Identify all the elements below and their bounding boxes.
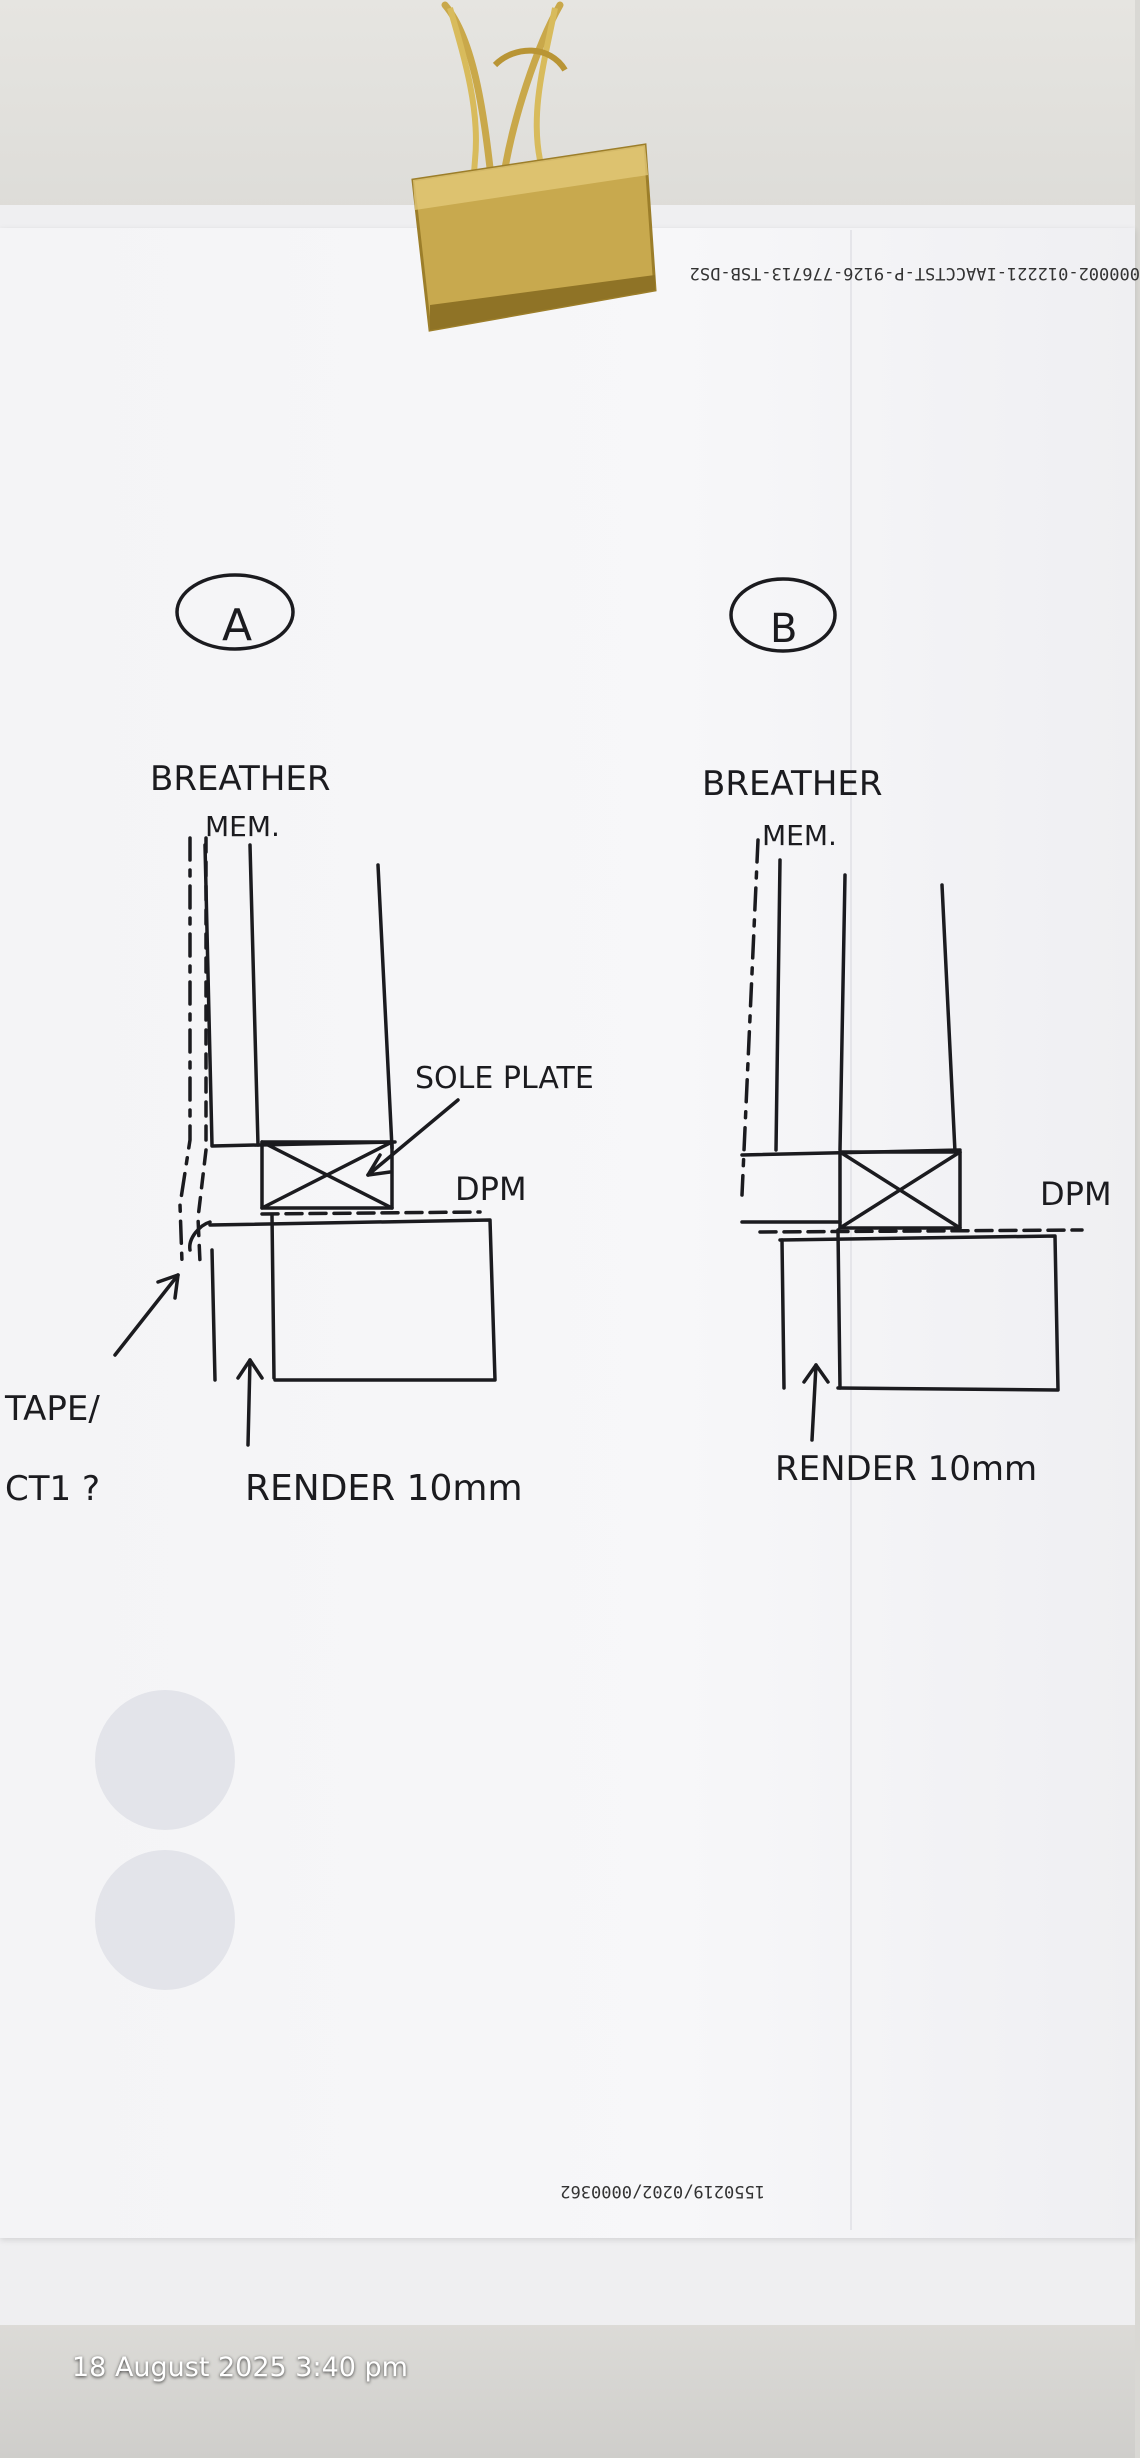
sketch-b-sole-plate <box>838 1150 962 1230</box>
sketch-b-dpm-label: DPM <box>1040 1175 1112 1213</box>
sketch-b-breather-label: BREATHER <box>702 764 883 804</box>
sketch-a-render-label: RENDER 10mm <box>245 1468 523 1509</box>
sketch-b-arrowhead <box>802 1363 830 1384</box>
sketch-b-foundation-inner <box>836 1228 842 1390</box>
sketch-b-render-arrow <box>810 1363 818 1442</box>
sketch-a-breather-label: BREATHER <box>150 759 331 799</box>
sketch-b-mem-label: MEM. <box>762 819 837 852</box>
sketch-b-render-label: RENDER 10mm <box>775 1449 1037 1489</box>
sketch-a-stud-left <box>248 843 260 1147</box>
sketch-a-foundation-inner <box>270 1213 276 1380</box>
sketch-a-tape-label: TAPE/ <box>4 1389 100 1429</box>
sketch-a-render-kick <box>188 1220 212 1252</box>
sketch-a-label: A <box>222 600 252 651</box>
sketch-a-membrane-line <box>196 836 208 1264</box>
photo-timestamp: 18 August 2025 3:40 pm <box>72 2352 408 2383</box>
sketch-b-foundation-block <box>778 1234 1060 1392</box>
sketch-b-breather-membrane-line <box>740 838 760 1197</box>
sketch-a-outer-line <box>203 843 214 1147</box>
sketch-b-label-circle <box>729 577 837 653</box>
sketch-a-breather-membrane-line <box>178 836 192 1264</box>
sketch-b-outer-line <box>774 858 782 1152</box>
sketch-a-dpm-line <box>260 1210 482 1216</box>
sketch-b-stud-right <box>940 883 957 1154</box>
sketch-b-render-line <box>780 1238 786 1390</box>
sketch-a-dpm-label: DPM <box>455 1170 527 1208</box>
showthrough-logo-mark <box>95 1850 235 1990</box>
paper-sheet <box>0 228 1135 2238</box>
sketch-a-arrowhead <box>366 1153 392 1177</box>
showthrough-logo-mark <box>95 1690 235 1830</box>
sketch-a-tape-arrow <box>113 1273 180 1357</box>
sketch-a-mem-label: MEM. <box>205 810 280 843</box>
sketch-a-arrowhead <box>156 1273 180 1300</box>
sketch-a-render-line <box>210 1248 217 1382</box>
sketch-a-stud-right <box>376 863 394 1150</box>
sketch-a-render-arrow <box>246 1358 252 1447</box>
sketch-a-arrowhead <box>236 1358 264 1380</box>
sketch-a-sole-plate-label: SOLE PLATE <box>415 1061 594 1096</box>
sketch-a-ct1-label: CT1 ? <box>5 1469 100 1509</box>
sketch-b-label: B <box>770 606 797 652</box>
sketch-b-dpm-line <box>758 1228 1084 1234</box>
sketch-b-sole-plate-cross <box>838 1150 962 1230</box>
sketch-a-sole-plate <box>260 1140 394 1210</box>
sketch-b-stud-left <box>838 873 847 1152</box>
binder-clip-icon <box>411 1 657 332</box>
paper-fold-line <box>850 230 852 2230</box>
sketch-a-foundation-block <box>208 1218 497 1382</box>
sketch-a-sole-plate-arrow <box>366 1098 460 1177</box>
sketch-a-label-circle <box>175 573 295 651</box>
sketch-a-sole-plate-cross <box>260 1140 394 1210</box>
